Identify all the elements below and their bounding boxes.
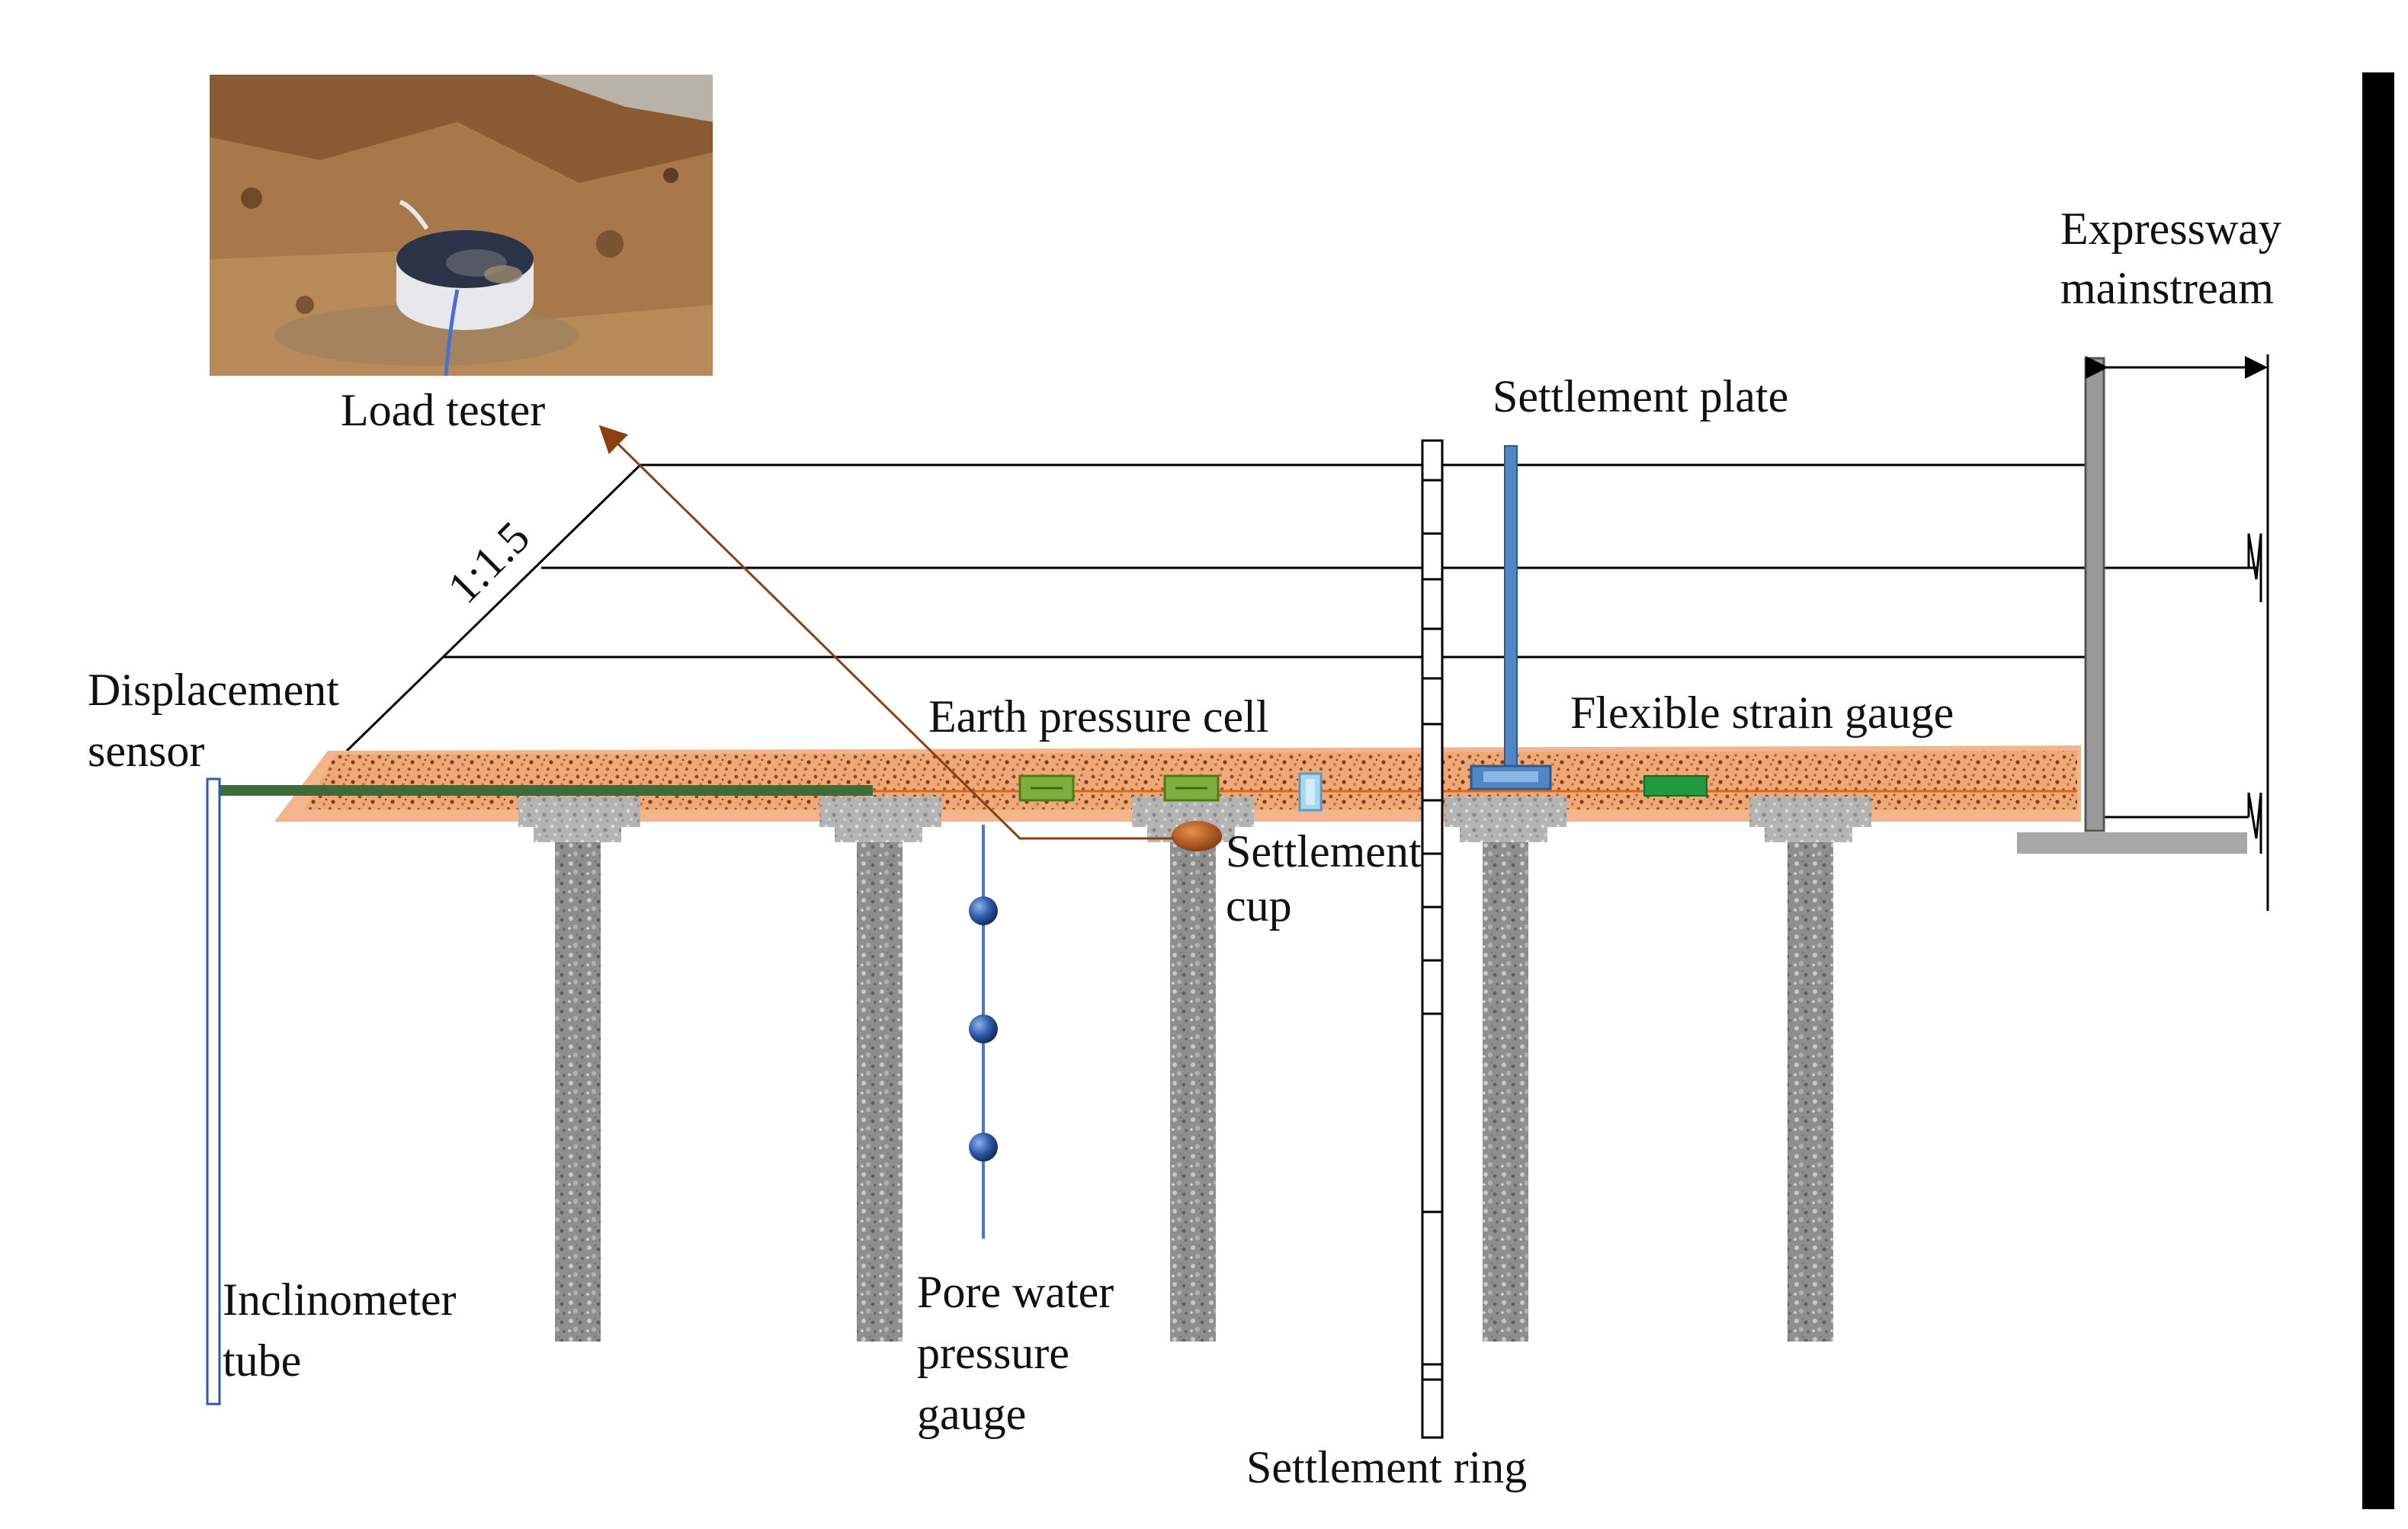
earth-pressure-cell-label: Earth pressure cell bbox=[928, 691, 1268, 742]
settlement-cup-label-line1: Settlement bbox=[1226, 826, 1422, 877]
load-tester-label: Load tester bbox=[341, 385, 545, 435]
settlement-cup-label-line2: cup bbox=[1226, 880, 1292, 931]
expressway-dimension bbox=[2086, 354, 2269, 911]
settlement-ring-label: Settlement ring bbox=[1246, 1442, 1527, 1492]
pile-4 bbox=[1444, 797, 1566, 1341]
displacement-sensor-label-line1: Displacement bbox=[88, 665, 339, 715]
pile-1 bbox=[518, 797, 640, 1341]
pore-water-pressure-gauge bbox=[969, 825, 998, 1239]
settlement-plate bbox=[1470, 445, 1552, 790]
pile-2 bbox=[819, 797, 941, 1341]
settlement-cup bbox=[1172, 821, 1222, 851]
pore-water-gauge-label-line2: pressure bbox=[917, 1328, 1069, 1378]
pile-3 bbox=[1132, 797, 1254, 1341]
inclinometer-tube-label-line1: Inclinometer bbox=[223, 1274, 457, 1325]
right-edge-bar bbox=[2362, 72, 2394, 1509]
embankment-lines bbox=[345, 463, 2256, 819]
break-mark-lower bbox=[2247, 792, 2262, 854]
pore-water-gauge-label-line3: gauge bbox=[917, 1389, 1026, 1439]
slope-ratio-label: 1:1.5 bbox=[438, 511, 540, 613]
load-tester-photo bbox=[210, 75, 713, 377]
piles bbox=[518, 797, 1871, 1341]
retaining-wall bbox=[2017, 357, 2247, 854]
embankment-slope bbox=[345, 463, 642, 752]
settlement-ring-tube bbox=[1421, 439, 1444, 1439]
inclinometer-tube-label-line2: tube bbox=[223, 1335, 301, 1386]
expressway-label-line1: Expressway bbox=[2060, 204, 2281, 254]
inclinometer-tube bbox=[206, 777, 221, 1406]
pore-water-gauge-label-line1: Pore water bbox=[917, 1267, 1114, 1317]
settlement-plate-label: Settlement plate bbox=[1493, 371, 1788, 422]
flexible-strain-gauge bbox=[1643, 775, 1707, 797]
break-mark-upper bbox=[2247, 533, 2262, 602]
expressway-label-line2: mainstream bbox=[2060, 263, 2274, 313]
pile-5 bbox=[1749, 797, 1871, 1341]
displacement-sensor-label-line2: sensor bbox=[88, 726, 204, 776]
load-tester-leader-line bbox=[598, 425, 1174, 840]
displacement-sensor-bar bbox=[217, 785, 873, 796]
flexible-strain-gauge-label: Flexible strain gauge bbox=[1570, 688, 1954, 738]
earth-pressure-cells bbox=[1018, 772, 1323, 812]
